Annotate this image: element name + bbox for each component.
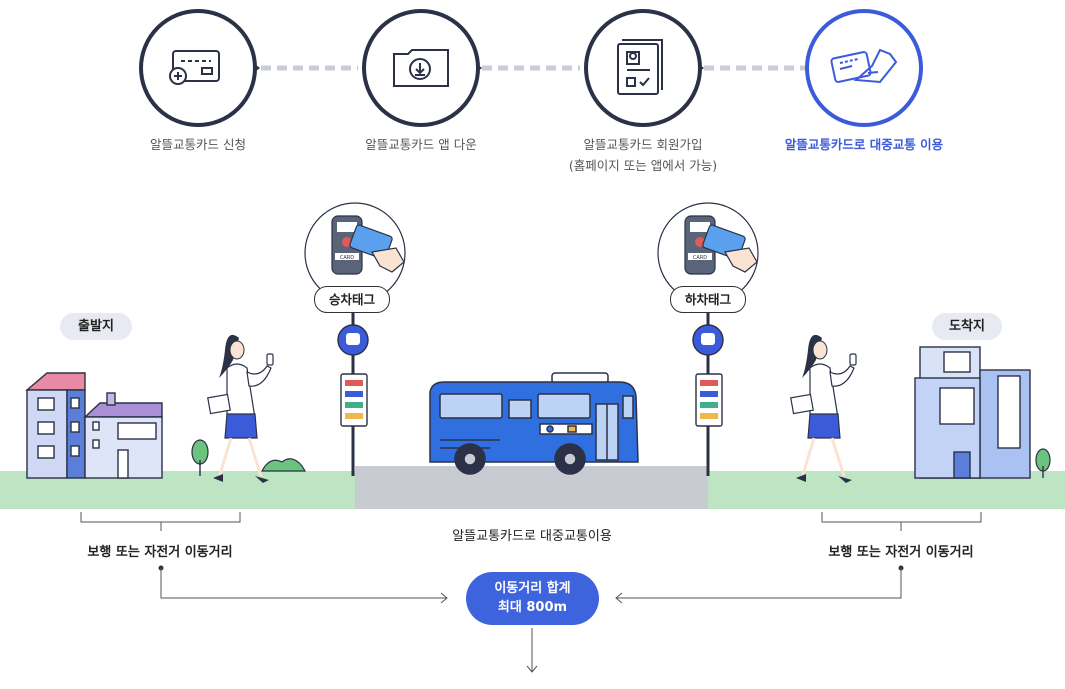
road bbox=[355, 466, 708, 509]
board-tag-label: 승차태그 bbox=[314, 286, 390, 313]
bracket-left bbox=[80, 512, 241, 531]
tree-left bbox=[191, 439, 307, 476]
step-2-label: 알뜰교통카드 앱 다운 bbox=[365, 137, 477, 152]
pedestrian-right bbox=[790, 334, 857, 483]
transit-label: 알뜰교통카드로 대중교통이용 bbox=[452, 529, 612, 544]
card-add-icon bbox=[169, 50, 220, 85]
reader-card-label-alight: CARD bbox=[693, 255, 707, 261]
origin-buildings bbox=[25, 372, 163, 479]
reader-card-label-board: CARD bbox=[340, 255, 354, 261]
step-3-circle bbox=[584, 9, 702, 127]
folder-download-icon bbox=[393, 49, 449, 87]
step-3-sublabel: (홈페이지 또는 앱에서 가능) bbox=[568, 158, 718, 173]
card-hand-icon bbox=[830, 48, 898, 84]
step-1-circle bbox=[139, 9, 257, 127]
total-distance-line1: 이동거리 합계 bbox=[494, 581, 571, 596]
origin-pill: 출발지 bbox=[60, 313, 132, 340]
walk-distance-right: 보행 또는 자전거 이동거리 bbox=[828, 545, 974, 560]
step-4-circle bbox=[805, 9, 923, 127]
step-4-label: 알뜰교통카드로 대중교통 이용 bbox=[784, 137, 944, 152]
walk-distance-left: 보행 또는 자전거 이동거리 bbox=[87, 545, 233, 560]
destination-pill: 도착지 bbox=[932, 313, 1002, 340]
card-reader-board: CARD bbox=[304, 202, 406, 304]
step-2-circle bbox=[362, 9, 480, 127]
pedestrian-left bbox=[207, 334, 274, 483]
bus bbox=[429, 372, 639, 475]
total-distance-badge: 이동거리 합계 최대 800m bbox=[466, 572, 599, 625]
tree-right bbox=[1035, 448, 1051, 478]
destination-buildings bbox=[914, 346, 1031, 479]
bus-stop-alight bbox=[692, 292, 724, 476]
total-distance-line2: 최대 800m bbox=[497, 600, 568, 615]
bus-stop-board bbox=[337, 292, 369, 476]
step-1-label: 알뜰교통카드 신청 bbox=[150, 137, 246, 152]
step-3-label: 알뜰교통카드 회원가입 bbox=[583, 137, 703, 152]
member-form-icon bbox=[617, 39, 663, 95]
bracket-right bbox=[821, 512, 982, 531]
flow-arrows bbox=[158, 565, 904, 673]
card-reader-alight: CARD bbox=[657, 202, 759, 304]
alight-tag-label: 하차태그 bbox=[670, 286, 746, 313]
